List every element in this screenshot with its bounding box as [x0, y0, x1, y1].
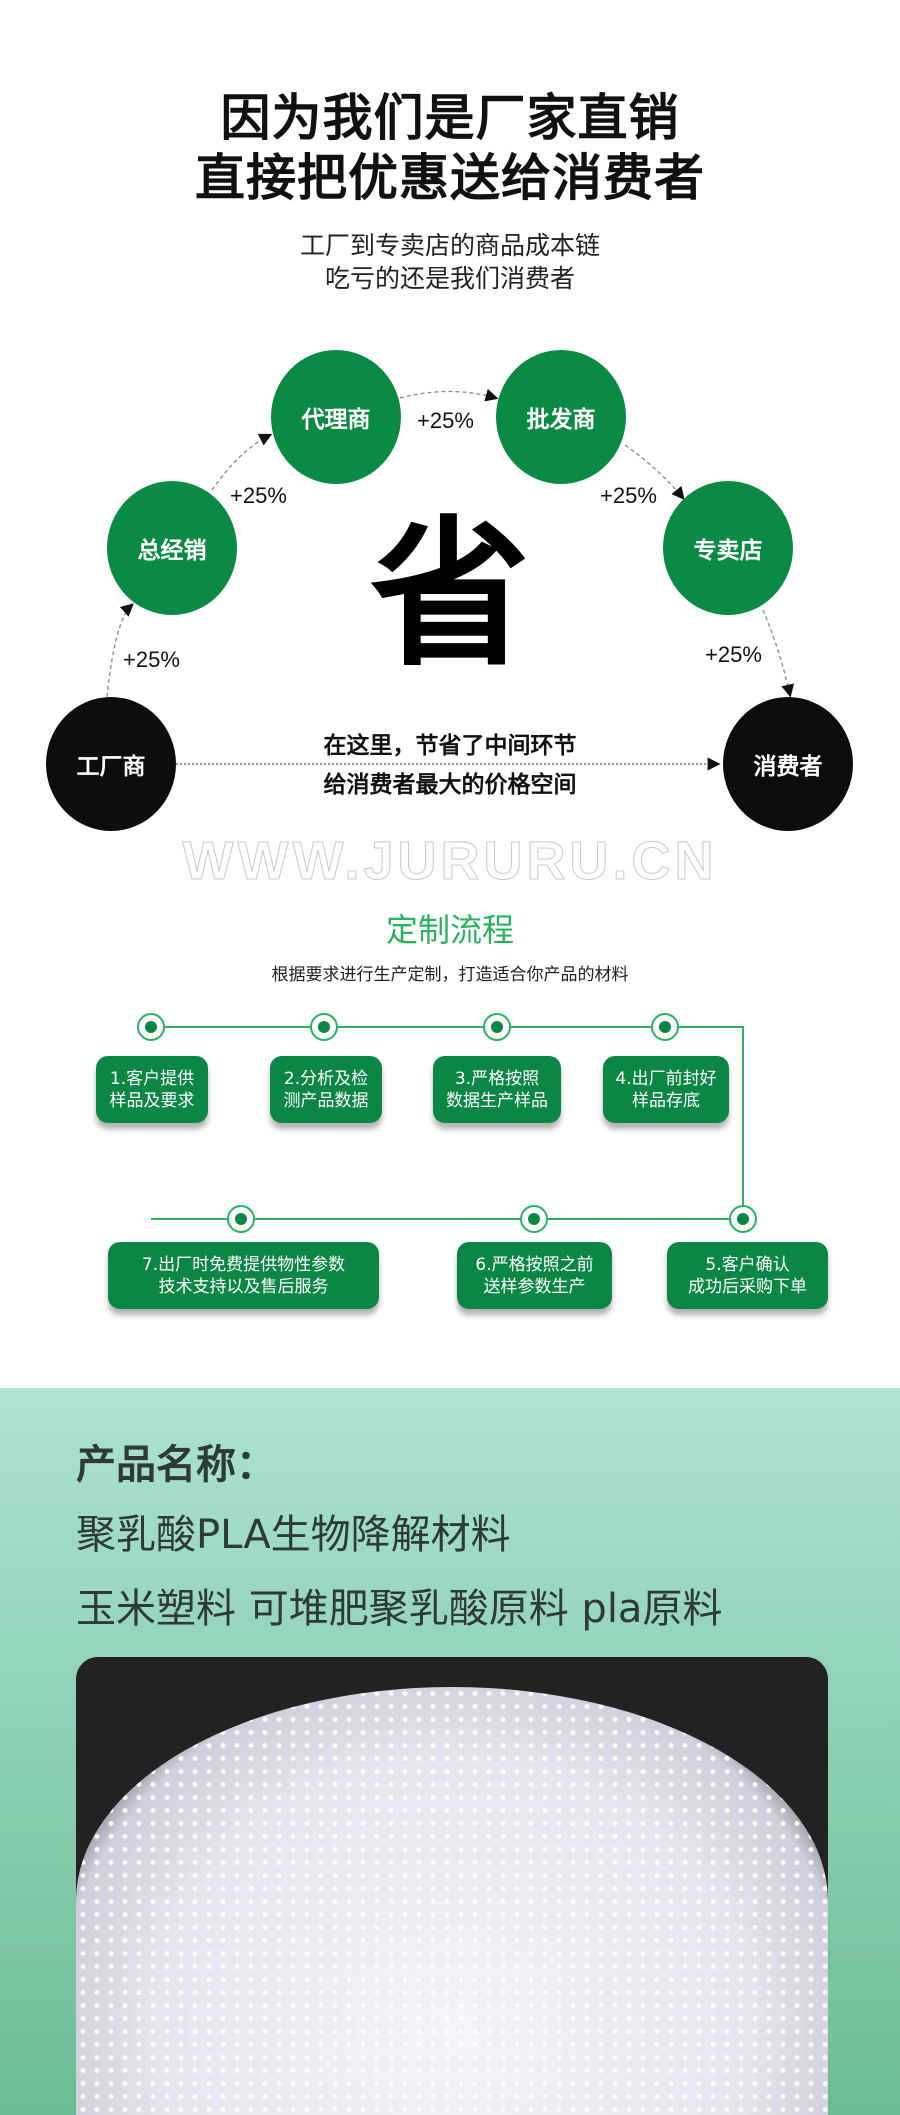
subheadline-line-2: 吃亏的还是我们消费者	[324, 264, 575, 293]
step-marker	[483, 1013, 511, 1041]
process-subtitle: 根据要求进行生产定制，打造适合你产品的材料	[271, 965, 629, 985]
node-consumer: 消费者	[723, 697, 853, 831]
process-title: 定制流程	[385, 911, 514, 949]
pellet-pile	[76, 1687, 828, 2115]
product-name-label: 产品名称：	[76, 1442, 276, 1488]
step-text: 数据生产样品	[446, 1090, 548, 1111]
watermark: WWW.JURURU.CN	[182, 831, 718, 892]
step-text: 6.严格按照之前	[475, 1254, 594, 1275]
process-step-1: 1.客户提供样品及要求	[96, 1056, 208, 1123]
arrow-wholesaler-to-store	[624, 444, 685, 501]
node-agent: 代理商	[271, 350, 401, 484]
markup-label: +25%	[123, 647, 180, 672]
arrow-general-to-agent	[211, 433, 273, 491]
middle-text-line-1: 在这里，节省了中间环节	[323, 733, 577, 759]
step-text: 样品及要求	[109, 1090, 195, 1111]
step-text: 5.客户确认	[705, 1254, 790, 1275]
product-name-line-1: 聚乳酸PLA生物降解材料	[76, 1512, 511, 1558]
step-text: 成功后采购下单	[688, 1276, 807, 1297]
step-marker	[227, 1205, 255, 1233]
step-text: 测产品数据	[283, 1090, 369, 1111]
node-general-distributor: 总经销	[107, 481, 237, 615]
step-text: 样品存底	[631, 1090, 700, 1111]
step-text: 2.分析及检	[283, 1068, 369, 1089]
node-wholesaler: 批发商	[496, 350, 626, 484]
step-marker	[729, 1205, 757, 1233]
process-lines	[151, 1026, 744, 1220]
node-factory: 工厂商	[46, 697, 176, 831]
step-marker	[137, 1013, 165, 1041]
arrow-store-to-consumer	[762, 609, 795, 698]
arrow-factory-to-general	[106, 603, 134, 698]
middle-text-line-2: 给消费者最大的价格空间	[323, 772, 577, 798]
process-step-5: 5.客户确认成功后采购下单	[667, 1242, 828, 1309]
step-text: 7.出厂时免费提供物性参数	[141, 1254, 346, 1275]
markup-label: +25%	[417, 408, 474, 433]
subheadline-line-1: 工厂到专卖店的商品成本链	[299, 231, 600, 260]
save-character: 省	[370, 501, 531, 688]
step-text: 技术支持以及售后服务	[158, 1276, 329, 1297]
step-marker	[520, 1205, 548, 1233]
product-photo-pla-pellets	[76, 1657, 828, 2115]
step-text: 送样参数生产	[483, 1276, 586, 1297]
markup-label: +25%	[705, 642, 762, 667]
headline-line-2: 直接把优惠送给消费者	[195, 149, 705, 207]
process-step-6: 6.严格按照之前送样参数生产	[457, 1242, 612, 1309]
process-step-3: 3.严格按照数据生产样品	[433, 1056, 561, 1123]
step-marker	[651, 1013, 679, 1041]
process-step-2: 2.分析及检测产品数据	[270, 1056, 382, 1123]
step-text: 4.出厂前封好	[615, 1068, 717, 1089]
headline-line-1: 因为我们是厂家直销	[220, 89, 680, 147]
step-text: 3.严格按照	[454, 1068, 540, 1089]
product-name-line-2: 玉米塑料 可堆肥聚乳酸原料 pla原料	[76, 1586, 723, 1632]
chain-arrows	[106, 388, 795, 771]
process-step-4: 4.出厂前封好样品存底	[603, 1056, 729, 1123]
process-step-7: 7.出厂时免费提供物性参数技术支持以及售后服务	[108, 1242, 379, 1309]
markup-label: +25%	[600, 483, 657, 508]
step-text: 1.客户提供	[109, 1068, 195, 1089]
arrow-agent-to-wholesaler	[399, 388, 499, 402]
step-marker	[310, 1013, 338, 1041]
node-store: 专卖店	[663, 481, 793, 615]
markup-label: +25%	[230, 483, 287, 508]
